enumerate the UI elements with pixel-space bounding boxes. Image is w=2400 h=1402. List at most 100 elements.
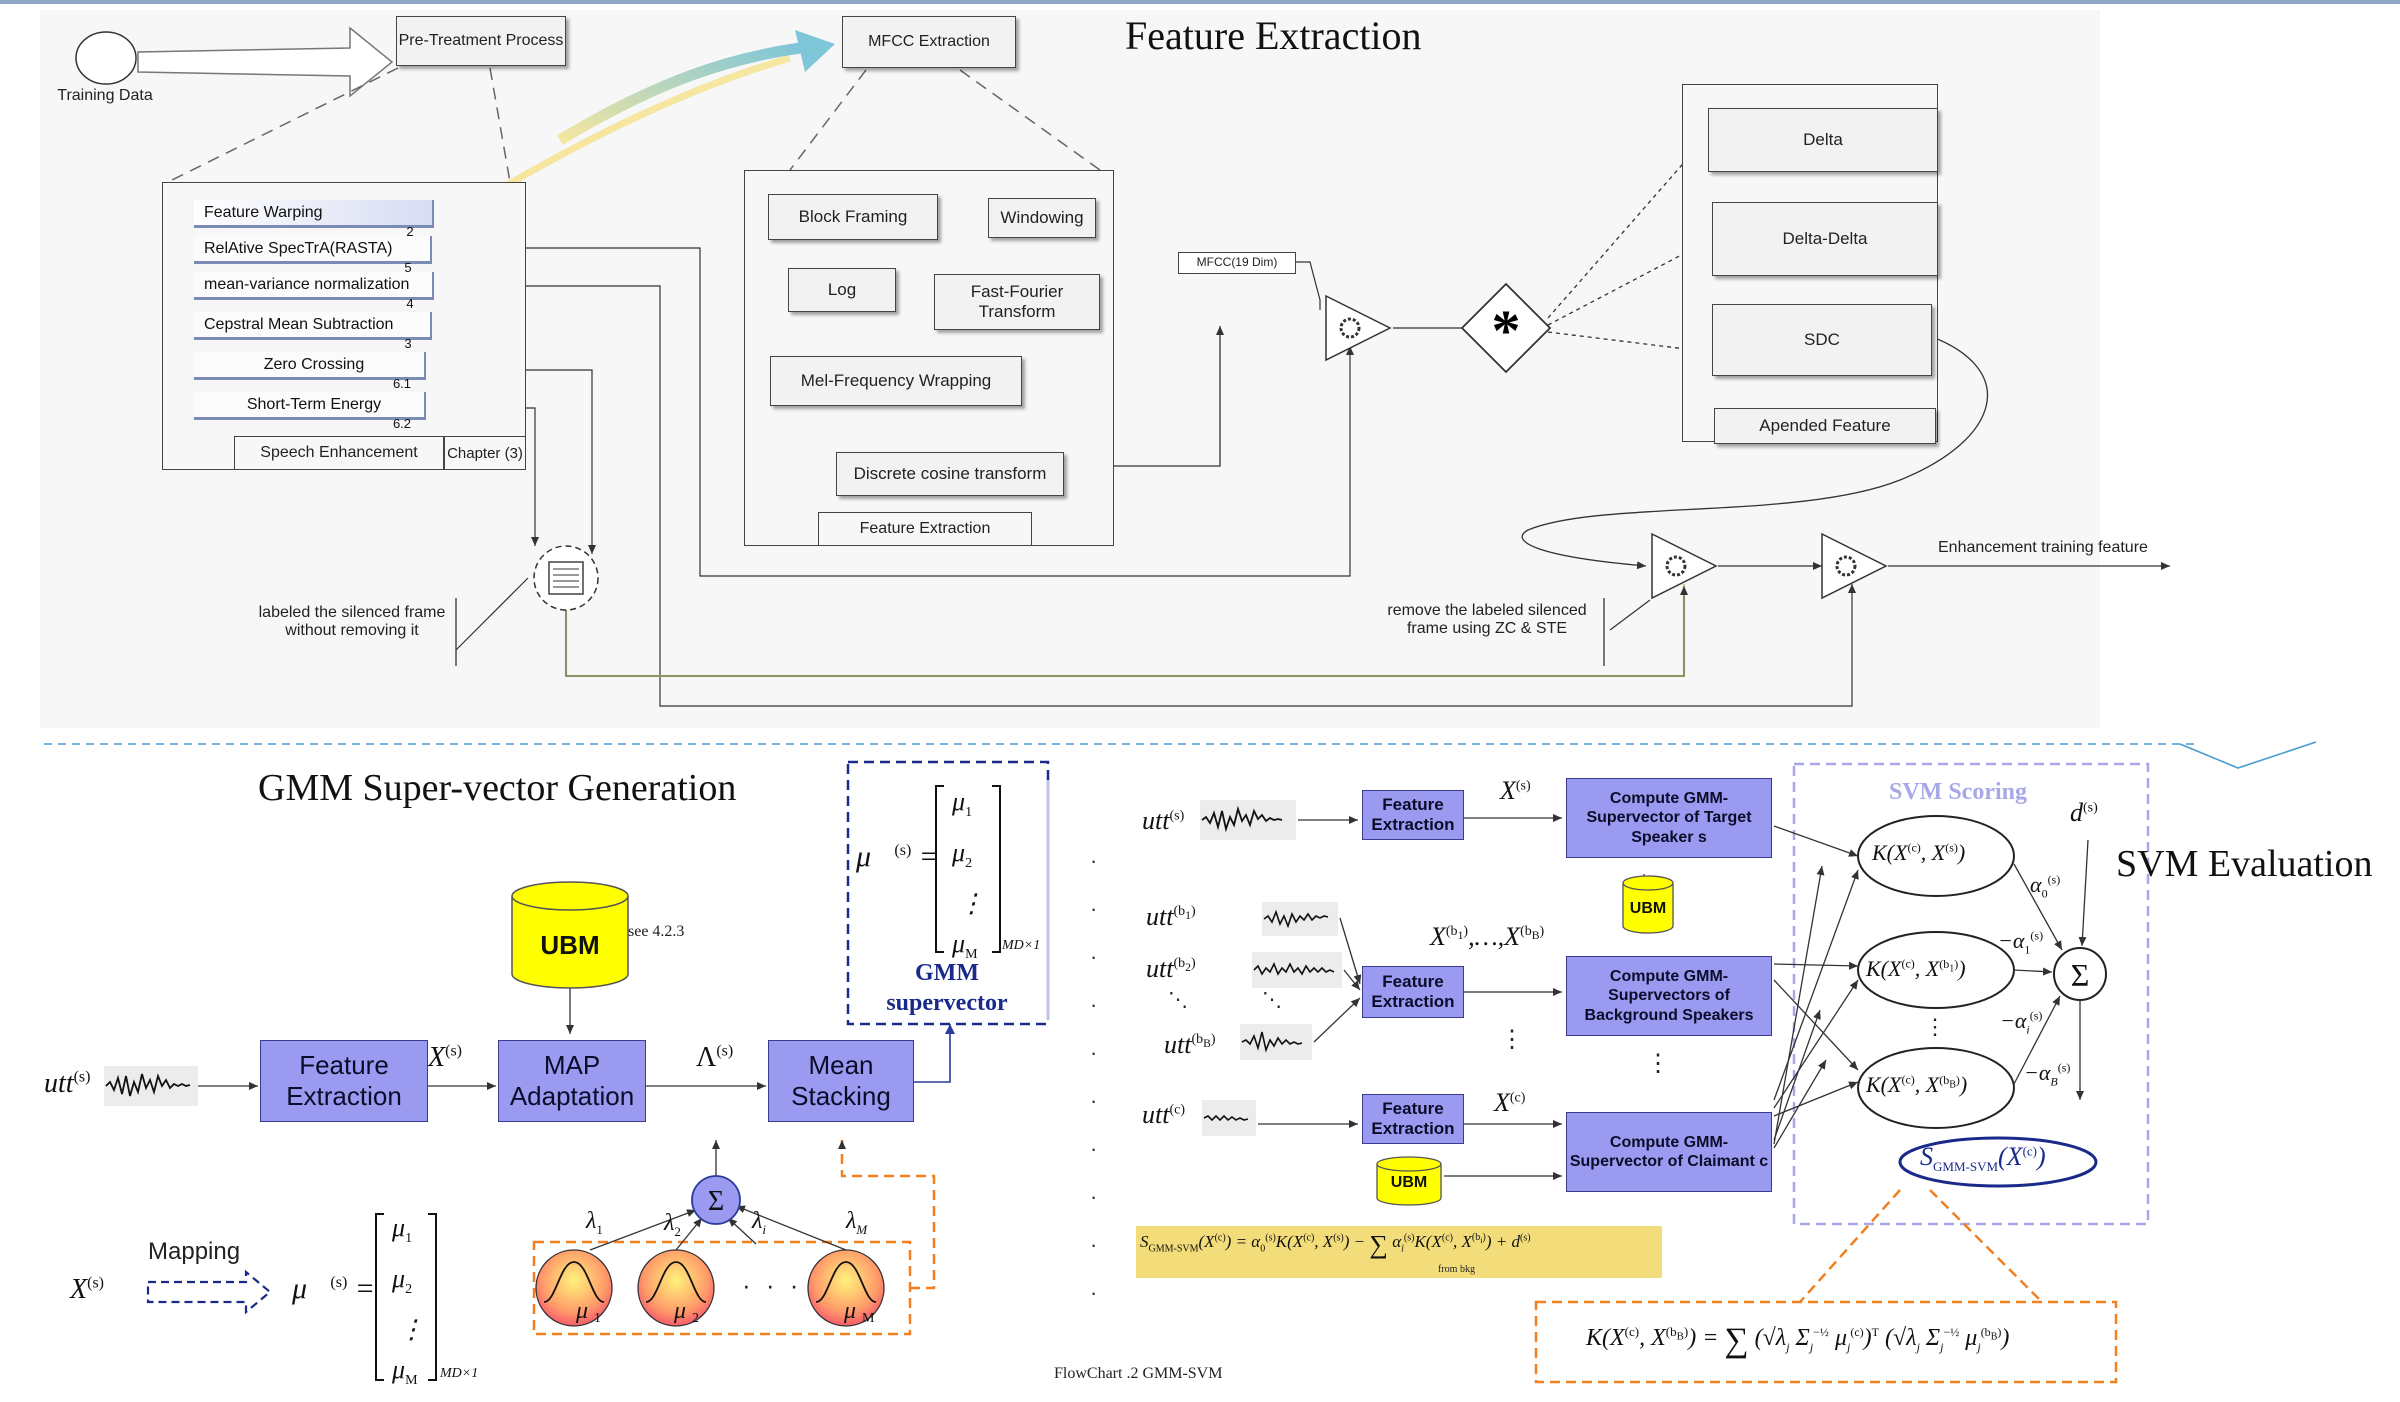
top-border [0, 0, 2400, 4]
speech-enhancement-label: Speech Enhancement [234, 436, 444, 470]
pretreatment-item-label: Short-Term Energy [246, 395, 382, 413]
utt-input-label: utt(s) [44, 1068, 91, 1099]
block-framing-box[interactable]: Block Framing [768, 194, 938, 240]
waveform-icon [104, 1066, 198, 1106]
feature-extraction-title: Feature Extraction [1125, 13, 1422, 58]
kernel-node-background-b [1857, 1047, 2015, 1129]
target-supervector-box[interactable]: Compute GMM-Supervector of Target Speake… [1566, 778, 1772, 858]
mfcc-extraction-box[interactable]: MFCC Extraction [842, 16, 1016, 68]
chapter-label: Chapter (3) [444, 436, 526, 470]
pretreatment-item-label: Cepstral Mean Subtraction [204, 315, 394, 333]
document-circle-icon [533, 545, 599, 611]
score-sum-node: Σ [2053, 947, 2107, 1001]
utt-b1-label: utt(b1) [1146, 902, 1196, 931]
gear-triangle-icon [1325, 294, 1392, 362]
from-bkg-label: from bkg [1438, 1264, 1475, 1275]
pretreatment-item-label: Feature Warping [204, 203, 323, 221]
lambda-s-label: Λ(s) [696, 1042, 734, 1073]
x-s-label: X(s) [428, 1042, 462, 1073]
score-output-node [1898, 1136, 2098, 1188]
see-reference: see 4.2.3 [628, 923, 685, 940]
pretreatment-item-number: 2 [406, 224, 414, 239]
pretreatment-item[interactable]: Short-Term Energy [194, 392, 426, 420]
remove-silenced-note: remove the labeled silenced frame using … [1387, 602, 1587, 638]
pretreatment-item[interactable]: Feature Warping [194, 200, 434, 228]
asterisk-diamond-icon: * [1460, 282, 1552, 374]
kernel-bb-text: K(X(c), X(bB)) [1866, 1072, 1968, 1097]
svg-text:μ: μ [843, 1298, 856, 1324]
map-adaptation-box[interactable]: MAP Adaptation [498, 1040, 646, 1122]
bias-d-label: d(s) [2070, 798, 2098, 827]
pre-treatment-box[interactable]: Pre-Treatment Process [396, 16, 566, 66]
background-supervector-box[interactable]: Compute GMM-Supervectors of Background S… [1566, 956, 1772, 1036]
svm-scoring-label: SVM Scoring [1889, 779, 2027, 805]
sdc-box[interactable]: SDC [1712, 304, 1932, 376]
kernel-target-text: K(X(c), X(s)) [1872, 840, 1966, 865]
x-s-mapping-label: X(s) [70, 1274, 104, 1305]
ubm-database-icon [1622, 875, 1674, 934]
mean-stacking-box[interactable]: Mean Stacking [768, 1040, 914, 1122]
alpha-1-label: −α1(s) [1998, 928, 2044, 957]
svm-feature-extraction-claimant[interactable]: Feature Extraction [1362, 1094, 1464, 1144]
kernel-b1-text: K(X(c), X(b1)) [1866, 956, 1966, 981]
mu-vector-mapping-label: μ⃗(s) = [292, 1272, 376, 1305]
alpha-b-label: −αB(s) [2024, 1060, 2071, 1089]
ubm-database-icon [511, 881, 629, 989]
pretreatment-item[interactable]: Zero Crossing [194, 352, 426, 380]
pretreatment-item-label: mean-variance normalization [204, 275, 410, 293]
enhancement-output-label: Enhancement training feature [1938, 539, 2148, 556]
mapping-label: Mapping [148, 1238, 241, 1265]
utt-c-label: utt(c) [1142, 1100, 1185, 1129]
x-b-svm-label: X(b1),…,X(bB) [1430, 922, 1545, 951]
pretreatment-item[interactable]: Cepstral Mean Subtraction [194, 312, 432, 340]
waveform-icon [1252, 952, 1342, 988]
gmm-feature-extraction-box[interactable]: Feature Extraction [260, 1040, 428, 1122]
log-box[interactable]: Log [788, 268, 896, 312]
svg-text:Σ: Σ [708, 1186, 724, 1217]
training-data-label: Training Data [57, 87, 153, 104]
kernel-formula-text: K(X(c), X(bB)) = ∑ (√λj Σj−½ μj(c))T (√λ… [1586, 1322, 2010, 1359]
pretreatment-item-label: RelAtive SpecTrA(RASTA) [204, 239, 393, 257]
dct-box[interactable]: Discrete cosine transform [836, 452, 1064, 496]
delta-box[interactable]: Delta [1708, 108, 1938, 172]
vertical-ellipsis-right: ⋱ [1262, 989, 1282, 1011]
appended-feature-box[interactable]: Apended Feature [1714, 408, 1936, 444]
pretreatment-item[interactable]: mean-variance normalization [194, 272, 434, 300]
svg-text:1: 1 [594, 1311, 601, 1326]
score-output-text: SGMM-SVM(X(c)) [1920, 1142, 2046, 1175]
x-s-svm-label: X(s) [1500, 776, 1531, 805]
svm-feature-extraction-target[interactable]: Feature Extraction [1362, 790, 1464, 840]
sum-node: Σ [691, 1175, 741, 1225]
delta-delta-box[interactable]: Delta-Delta [1712, 202, 1938, 276]
svg-text:μ: μ [575, 1298, 588, 1324]
pretreatment-item-number: 6.2 [392, 416, 412, 431]
claimant-supervector-box[interactable]: Compute GMM-Supervector of Claimant c [1566, 1112, 1772, 1192]
gaussian-component-1: μ 1 [535, 1249, 613, 1327]
kernel-node-target [1857, 815, 2015, 897]
lambda-1-label: λ1 [586, 1208, 603, 1237]
gmm-supervector-label: GMM supervector [886, 960, 1008, 1016]
pretreatment-item-number: 3 [404, 336, 412, 351]
gmm-title: GMM Super-vector Generation [258, 767, 737, 809]
ubm-database-icon [1376, 1156, 1442, 1206]
utt-s-label: utt(s) [1142, 806, 1185, 835]
score-formula-text: SGMM-SVM(X(c)) = α0(s)K(X(c), X(s)) − ∑ … [1140, 1230, 1531, 1259]
pretreatment-item-number: 4 [406, 296, 414, 311]
kernel-ellipsis: ⋮ [1924, 1014, 1946, 1039]
svm-ubm-label-target: UBM [1629, 900, 1667, 917]
fft-box[interactable]: Fast-Fourier Transform [934, 274, 1100, 330]
ubm-label: UBM [540, 930, 600, 960]
md-dim-mapping-label: MD×1 [440, 1366, 479, 1381]
mel-wrapping-box[interactable]: Mel-Frequency Wrapping [770, 356, 1022, 406]
svm-feature-extraction-background[interactable]: Feature Extraction [1362, 966, 1464, 1018]
svg-text:2: 2 [692, 1311, 699, 1326]
ellipsis-boxes: ⋮ [1646, 1050, 1670, 1077]
flowchart-caption: FlowChart .2 GMM-SVM [1054, 1365, 1223, 1382]
windowing-box[interactable]: Windowing [988, 198, 1096, 238]
lambda-2-label: λ2 [664, 1210, 681, 1239]
feature-extraction-footer: Feature Extraction [818, 512, 1032, 546]
md-dim-label: MD×1 [1002, 938, 1041, 953]
pretreatment-item[interactable]: RelAtive SpecTrA(RASTA) [194, 236, 432, 264]
